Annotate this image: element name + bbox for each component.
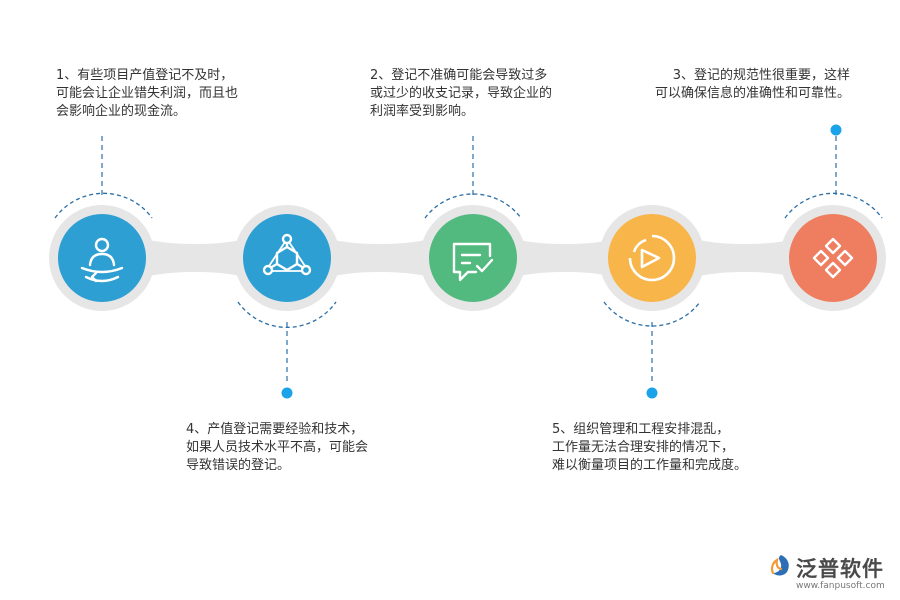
- text-line: 如果人员技术水平不高，可能会: [186, 440, 369, 455]
- text-line: 导致错误的登记。: [186, 458, 291, 473]
- brand-name: 泛普软件: [796, 557, 884, 581]
- pie-chart-icon: [628, 234, 676, 282]
- diamond-grid-icon: [812, 237, 854, 279]
- message-check-icon: [452, 242, 494, 282]
- node-circle: [58, 214, 146, 302]
- node-2: [420, 205, 526, 311]
- node-4: [234, 205, 340, 311]
- node-4-text: 4、产值登记需要经验和技术， 如果人员技术水平不高，可能会 导致错误的登记。: [186, 421, 368, 475]
- meditating-person-icon: [80, 237, 124, 283]
- brand-url: www.fanpusoft.com: [796, 581, 885, 591]
- text-line: 1、有些项目产值登记不及时，: [56, 68, 234, 83]
- node-3-text: 3、登记的规范性很重要，这样 可以确保信息的准确性和可靠性。: [655, 67, 850, 103]
- text-line: 3、登记的规范性很重要，这样: [672, 68, 851, 83]
- pointer-dot-3: [830, 124, 842, 136]
- node-2-text: 2、登记不准确可能会导致过多 或过少的收支记录，导致企业的 利润率受到影响。: [370, 67, 552, 121]
- accent-arcs: [54, 192, 883, 329]
- pointer-dot-5: [646, 387, 658, 399]
- node-1-text: 1、有些项目产值登记不及时， 可能会让企业错失利润，而且也 会影响企业的现金流。: [56, 67, 238, 121]
- text-line: 难以衡量项目的工作量和完成度。: [552, 458, 748, 473]
- node-circle: [608, 214, 696, 302]
- text-line: 2、登记不准确可能会导致过多: [370, 68, 548, 83]
- node-3: [780, 205, 886, 311]
- pointer-lines: [101, 136, 837, 384]
- arc-node-2: [424, 193, 522, 219]
- node-5-text: 5、组织管理和工程安排混乱， 工作量无法合理安排的情况下， 难以衡量项目的工作量…: [552, 421, 747, 475]
- arc-node-4: [237, 301, 337, 329]
- text-line: 工作量无法合理安排的情况下，: [552, 440, 735, 455]
- brand-logo-icon: [770, 555, 789, 576]
- node-circle: [243, 214, 331, 302]
- pointer-dots: [281, 124, 842, 399]
- node-5: [599, 205, 705, 311]
- node-circle: [789, 214, 877, 302]
- text-line: 或过少的收支记录，导致企业的: [370, 86, 553, 101]
- arc-node-1: [54, 192, 153, 219]
- text-line: 会影响企业的现金流。: [56, 104, 187, 119]
- text-line: 5、组织管理和工程安排混乱，: [552, 422, 730, 437]
- arc-node-3: [784, 192, 883, 219]
- text-line: 4、产值登记需要经验和技术，: [186, 422, 364, 437]
- text-line: 可以确保信息的准确性和可靠性。: [655, 86, 851, 101]
- text-line: 利润率受到影响。: [370, 104, 475, 119]
- node-1: [49, 205, 155, 311]
- brand-logo: 泛普软件 www.fanpusoft.com: [768, 551, 893, 597]
- node-circle: [429, 214, 517, 302]
- pointer-dot-4: [281, 387, 293, 399]
- text-line: 可能会让企业错失利润，而且也: [56, 86, 239, 101]
- arc-node-5: [603, 301, 701, 327]
- network-cube-icon: [262, 233, 312, 276]
